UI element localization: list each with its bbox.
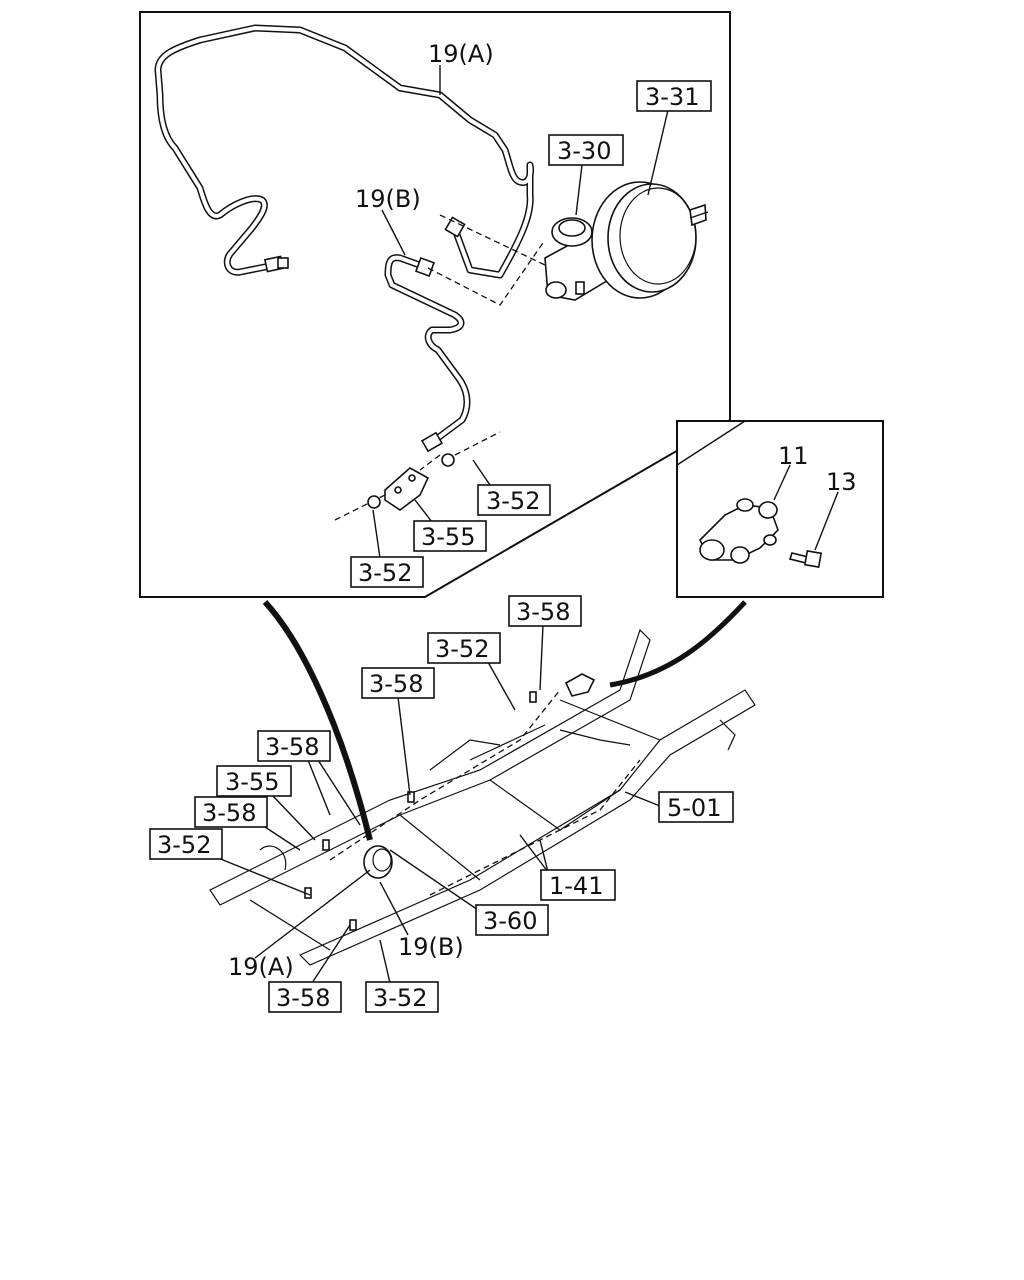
leader-lines bbox=[217, 65, 839, 984]
callout-3-52-chassis-bottom: 3-52 bbox=[373, 984, 427, 1012]
callout-3-31: 3-31 bbox=[645, 83, 699, 111]
callout-3-52-chassis-top: 3-52 bbox=[435, 635, 489, 663]
callout-3-52-detail-left: 3-52 bbox=[358, 559, 412, 587]
callout-3-52-detail-right: 3-52 bbox=[486, 487, 540, 515]
callout-3-30: 3-30 bbox=[557, 137, 611, 165]
brake-booster bbox=[591, 181, 709, 299]
proportioning-valve bbox=[699, 498, 779, 564]
callout-3-58-chassis-left-2: 3-58 bbox=[202, 799, 256, 827]
callout-19a-top: 19(A) bbox=[428, 40, 494, 68]
mounting-bolt bbox=[788, 549, 823, 569]
callout-3-55-chassis: 3-55 bbox=[225, 768, 279, 796]
callout-3-52-chassis-left: 3-52 bbox=[157, 831, 211, 859]
callout-13: 13 bbox=[826, 468, 857, 496]
three-way-connector bbox=[367, 453, 455, 511]
callout-11: 11 bbox=[778, 442, 809, 470]
callout-3-58-chassis-left-1: 3-58 bbox=[265, 733, 319, 761]
callout-5-01: 5-01 bbox=[667, 794, 721, 822]
callout-19b-chassis: 19(B) bbox=[398, 933, 464, 961]
brake-pipe-19a bbox=[154, 24, 534, 279]
callout-19a-chassis: 19(A) bbox=[228, 953, 294, 981]
callout-1-41: 1-41 bbox=[549, 872, 603, 900]
callout-3-60: 3-60 bbox=[483, 907, 537, 935]
callout-3-55-detail: 3-55 bbox=[421, 523, 475, 551]
vehicle-chassis bbox=[209, 599, 756, 966]
callout-3-58-chassis-mid: 3-58 bbox=[369, 670, 423, 698]
detail-panel-valve bbox=[676, 420, 884, 598]
callout-3-58-chassis-bottom: 3-58 bbox=[276, 984, 330, 1012]
callout-3-58-chassis-top: 3-58 bbox=[516, 598, 570, 626]
callout-19b-top: 19(B) bbox=[355, 185, 421, 213]
